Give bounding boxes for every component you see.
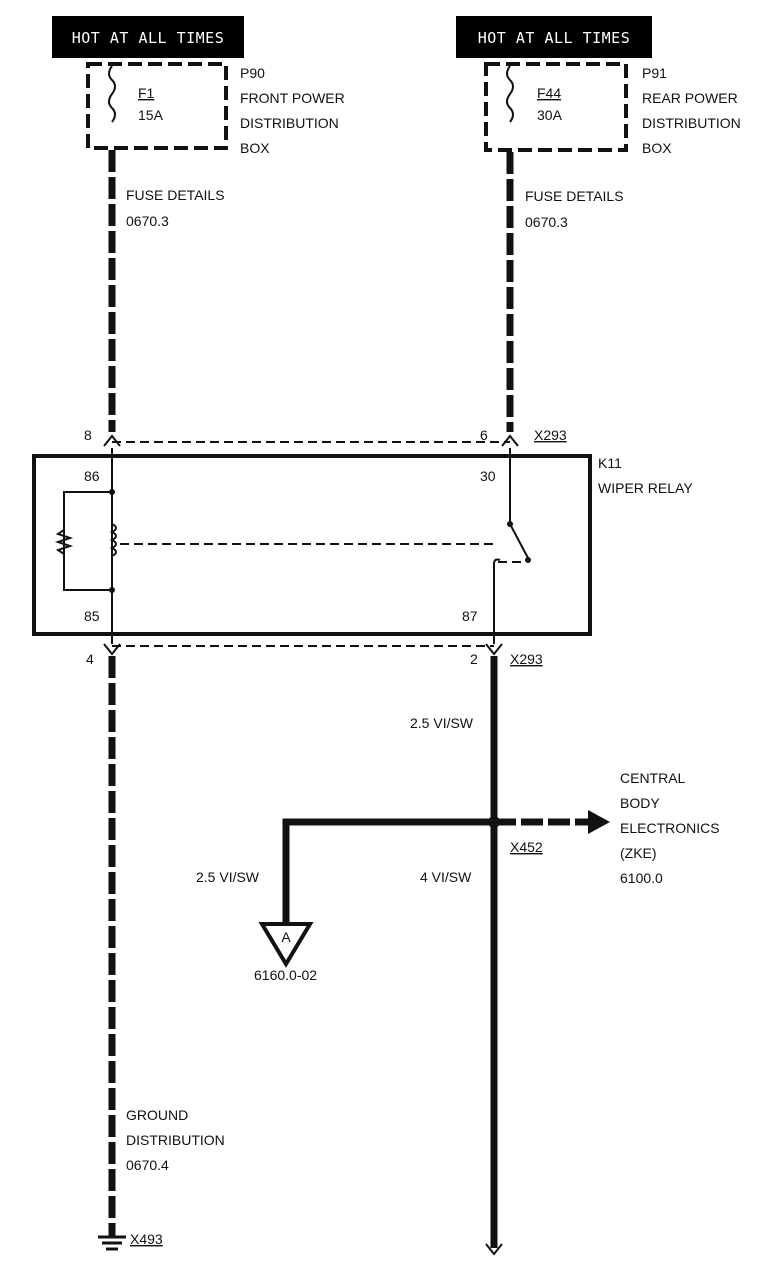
- ground-title-1: GROUND: [126, 1107, 188, 1123]
- connector-x293-top: [103, 434, 519, 447]
- zke-line-2: BODY: [620, 795, 660, 811]
- fuse-f44-id: F44: [537, 85, 561, 101]
- fuse-f44-rating: 30A: [537, 107, 563, 123]
- fuse-f1-symbol: [108, 65, 116, 123]
- fuse-box-right-name-2: DISTRIBUTION: [642, 115, 741, 131]
- fuse-details-left-title: FUSE DETAILS: [126, 187, 225, 203]
- connector-top-pin-right: 6: [480, 427, 488, 443]
- ground-connector: X493: [130, 1231, 163, 1247]
- ground-ref: 0670.4: [126, 1157, 169, 1173]
- relay-diode-loop: [63, 491, 112, 591]
- wire-branch-left: [282, 818, 494, 930]
- resistor-icon: [54, 529, 74, 555]
- right-supply-banner: HOT AT ALL TIMES: [456, 16, 652, 58]
- relay-name: WIPER RELAY: [598, 480, 693, 496]
- connector-top-pin-left: 8: [84, 427, 92, 443]
- arrow-right-icon: [588, 810, 610, 834]
- fuse-f44-symbol: [506, 65, 514, 123]
- fuse-box-left-id: P90: [240, 65, 265, 81]
- fuse-box-right-id: P91: [642, 65, 667, 81]
- branch-left-wire-label: 2.5 VI/SW: [196, 869, 260, 885]
- fuse-box-right-name-1: REAR POWER: [642, 90, 738, 106]
- fuse-box-left: F1 15A: [86, 62, 228, 150]
- connector-x293-bottom: [103, 643, 503, 656]
- relay-id: K11: [598, 455, 622, 471]
- relay-pin-85: 85: [84, 608, 100, 624]
- relay-switch-arm: [509, 523, 529, 559]
- ground-title-2: DISTRIBUTION: [126, 1132, 225, 1148]
- offpage-letter: A: [281, 929, 291, 945]
- zke-line-5: 6100.0: [620, 870, 663, 886]
- fuse-box-right: F44 30A: [484, 62, 628, 152]
- relay-coil-icon: [109, 523, 117, 557]
- connector-top-name: X293: [534, 427, 567, 443]
- fuse-box-left-name-1: FRONT POWER: [240, 90, 345, 106]
- offpage-connector-a: A: [258, 922, 314, 968]
- connector-bottom-pin-left: 4: [86, 651, 94, 667]
- wire-87-label: 2.5 VI/SW: [410, 715, 474, 731]
- fuse-details-left-ref: 0670.3: [126, 213, 169, 229]
- fuse-box-right-name-3: BOX: [642, 140, 672, 156]
- zke-line-4: (ZKE): [620, 845, 657, 861]
- relay-k11: [32, 448, 592, 644]
- left-supply-banner: HOT AT ALL TIMES: [52, 16, 244, 58]
- relay-pin-30: 30: [480, 468, 496, 484]
- fuse-details-right-ref: 0670.3: [525, 214, 568, 230]
- down-wire-label: 4 VI/SW: [420, 869, 472, 885]
- wire-end-arrow: [485, 1243, 503, 1256]
- connector-bottom-name: X293: [510, 651, 543, 667]
- right-supply-banner-text: HOT AT ALL TIMES: [478, 29, 631, 47]
- fuse-box-left-name-3: BOX: [240, 140, 270, 156]
- offpage-ref: 6160.0-02: [254, 967, 317, 983]
- splice-name: X452: [510, 839, 543, 855]
- relay-pin-86: 86: [84, 468, 100, 484]
- fuse-f1-id: F1: [138, 85, 155, 101]
- left-supply-banner-text: HOT AT ALL TIMES: [72, 29, 225, 47]
- fuse-box-left-name-2: DISTRIBUTION: [240, 115, 339, 131]
- fuse-details-right-title: FUSE DETAILS: [525, 188, 624, 204]
- zke-line-3: ELECTRONICS: [620, 820, 720, 836]
- ground-symbol-icon: [98, 1235, 126, 1251]
- relay-pin-87: 87: [462, 608, 478, 624]
- fuse-f1-rating: 15A: [138, 107, 164, 123]
- connector-bottom-pin-right: 2: [470, 651, 478, 667]
- zke-line-1: CENTRAL: [620, 770, 686, 786]
